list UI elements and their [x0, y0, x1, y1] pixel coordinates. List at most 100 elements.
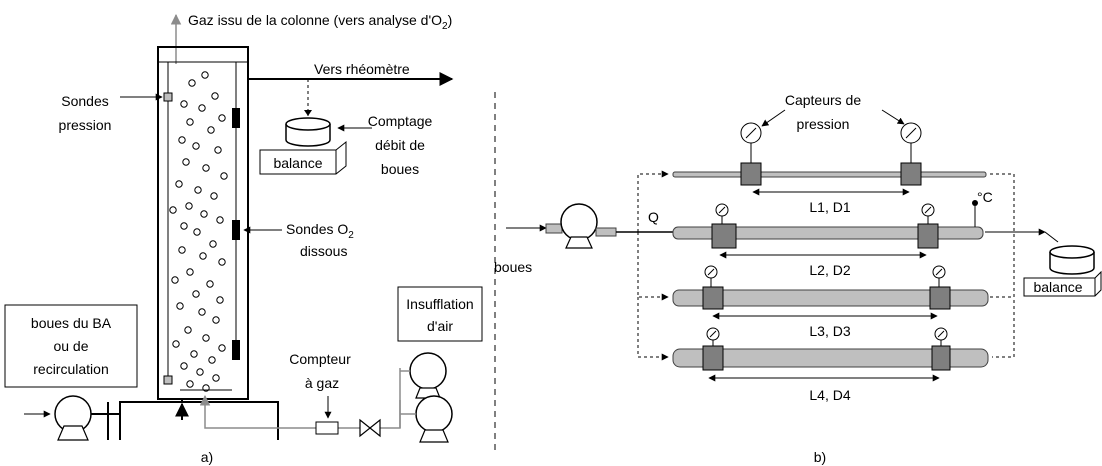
- sensor-arrow-left: [761, 109, 786, 127]
- pressure-probes-label-2: pression: [59, 117, 112, 133]
- pipe-1-label: L1, D1: [809, 199, 850, 215]
- bubble: [186, 380, 194, 388]
- panel-b: Capteurs de pression boues Q L1, D1: [494, 92, 1102, 465]
- air-pump-2: [415, 395, 453, 433]
- bubble: [218, 258, 226, 266]
- flow-label: Q: [648, 209, 659, 225]
- o2-probes-label-1: Sondes O2: [286, 221, 354, 241]
- gas-outlet-label: Gaz issu de la colonne (vers analyse d'O…: [188, 12, 452, 32]
- balance-box: [259, 140, 347, 175]
- gas-valve: [359, 418, 381, 438]
- pipe-1-sensor-left: [740, 162, 762, 186]
- bubble: [198, 104, 206, 112]
- bubble: [216, 296, 224, 304]
- bubble: [214, 146, 222, 154]
- bubble: [178, 246, 186, 254]
- panel-a: Gaz issu de la colonne (vers analyse d'O…: [4, 12, 483, 465]
- sludge-source-box: [4, 304, 138, 388]
- gas-counter-label-2: à gaz: [305, 375, 339, 391]
- bubble: [218, 114, 226, 122]
- gas-bubbles: [169, 71, 228, 392]
- flow-metering-label-2: débit de: [375, 137, 425, 153]
- sludge-inlet-label: boues: [494, 259, 532, 275]
- gas-counter-label-1: Compteur: [289, 351, 351, 367]
- panel-a-caption: a): [201, 449, 213, 465]
- pipe-4-label: L4, D4: [809, 387, 850, 403]
- bubble: [169, 206, 177, 214]
- pipe-2-label: L2, D2: [809, 262, 850, 278]
- bubble: [193, 228, 201, 236]
- bubble: [194, 186, 202, 194]
- bubble: [196, 368, 204, 376]
- pipe-3-label: L3, D3: [809, 323, 850, 339]
- bubble: [202, 384, 210, 392]
- bubble: [171, 276, 179, 284]
- bubble: [172, 340, 180, 348]
- pipe-4: [672, 348, 989, 368]
- bubble: [198, 308, 206, 316]
- bubble: [208, 356, 216, 364]
- gas-supply-line: [199, 394, 401, 429]
- pipe-3: [672, 289, 989, 307]
- temperature-probe: [972, 200, 978, 206]
- pipe-3-sensor-right: [929, 286, 951, 310]
- sensor-arrow-right: [881, 109, 905, 125]
- bubble: [209, 240, 217, 248]
- pipe-2-sensor-right: [917, 223, 939, 249]
- bubble: [180, 222, 188, 230]
- pipe-1-sensor-right: [900, 162, 922, 186]
- bubble: [212, 374, 220, 382]
- sludge-source-label-3: recirculation: [33, 361, 108, 377]
- bubble: [190, 350, 198, 358]
- air-injection-box: [397, 286, 483, 342]
- pipe-1: [672, 171, 987, 178]
- bubble: [202, 334, 210, 342]
- bubble: [188, 79, 196, 87]
- flow-metering-label-1: Comptage: [368, 113, 433, 129]
- column-support: [119, 401, 279, 440]
- flow-metering-label-3: boues: [381, 161, 419, 177]
- pressure-sensors-label-2: pression: [797, 116, 850, 132]
- balance-dashed-arrowhead: [304, 110, 312, 116]
- balance-b-label: balance: [1033, 279, 1082, 295]
- bubble: [186, 118, 194, 126]
- air-injection-label-1: Insufflation: [406, 296, 473, 312]
- bubble: [206, 280, 214, 288]
- bubble: [192, 290, 200, 298]
- pressure-probe-top: [163, 92, 173, 102]
- to-rheometer-label: Vers rhéomètre: [314, 61, 410, 77]
- bubble: [202, 164, 210, 172]
- o2-probe-top: [232, 108, 240, 128]
- balance-b-box: [1023, 270, 1102, 297]
- sludge-source-label-1: boues du BA: [31, 315, 112, 331]
- pressure-probes-label-1: Sondes: [61, 93, 108, 109]
- o2-probes-label-2: dissous: [300, 243, 347, 259]
- sludge-pump: [560, 203, 598, 241]
- sludge-source-label-2: ou de: [53, 338, 88, 354]
- bubble: [216, 216, 224, 224]
- balance-label: balance: [273, 155, 322, 171]
- pipe-2: [672, 226, 984, 240]
- bubble: [201, 71, 209, 79]
- pressure-probe-bottom: [163, 375, 173, 385]
- o2-probe-bottom: [232, 340, 240, 360]
- bubble: [207, 126, 215, 134]
- bubble: [192, 142, 200, 150]
- bubble: [220, 172, 228, 180]
- pipe-2-sensor-left: [711, 223, 737, 249]
- bubble: [200, 210, 208, 218]
- bubble: [178, 136, 186, 144]
- bubble: [180, 100, 188, 108]
- bubble: [212, 316, 220, 324]
- pipe-4-sensor-right: [931, 345, 951, 371]
- gas-counter: [315, 421, 339, 435]
- pipe-3-sensor-left: [702, 286, 724, 310]
- bubble: [180, 362, 188, 370]
- temperature-label: °C: [977, 189, 993, 205]
- pressure-sensors-label-1: Capteurs de: [785, 92, 861, 108]
- bubble: [175, 180, 183, 188]
- feed-line: [91, 399, 183, 440]
- bubble: [182, 158, 190, 166]
- bubble: [210, 192, 218, 200]
- panel-b-caption: b): [814, 449, 826, 465]
